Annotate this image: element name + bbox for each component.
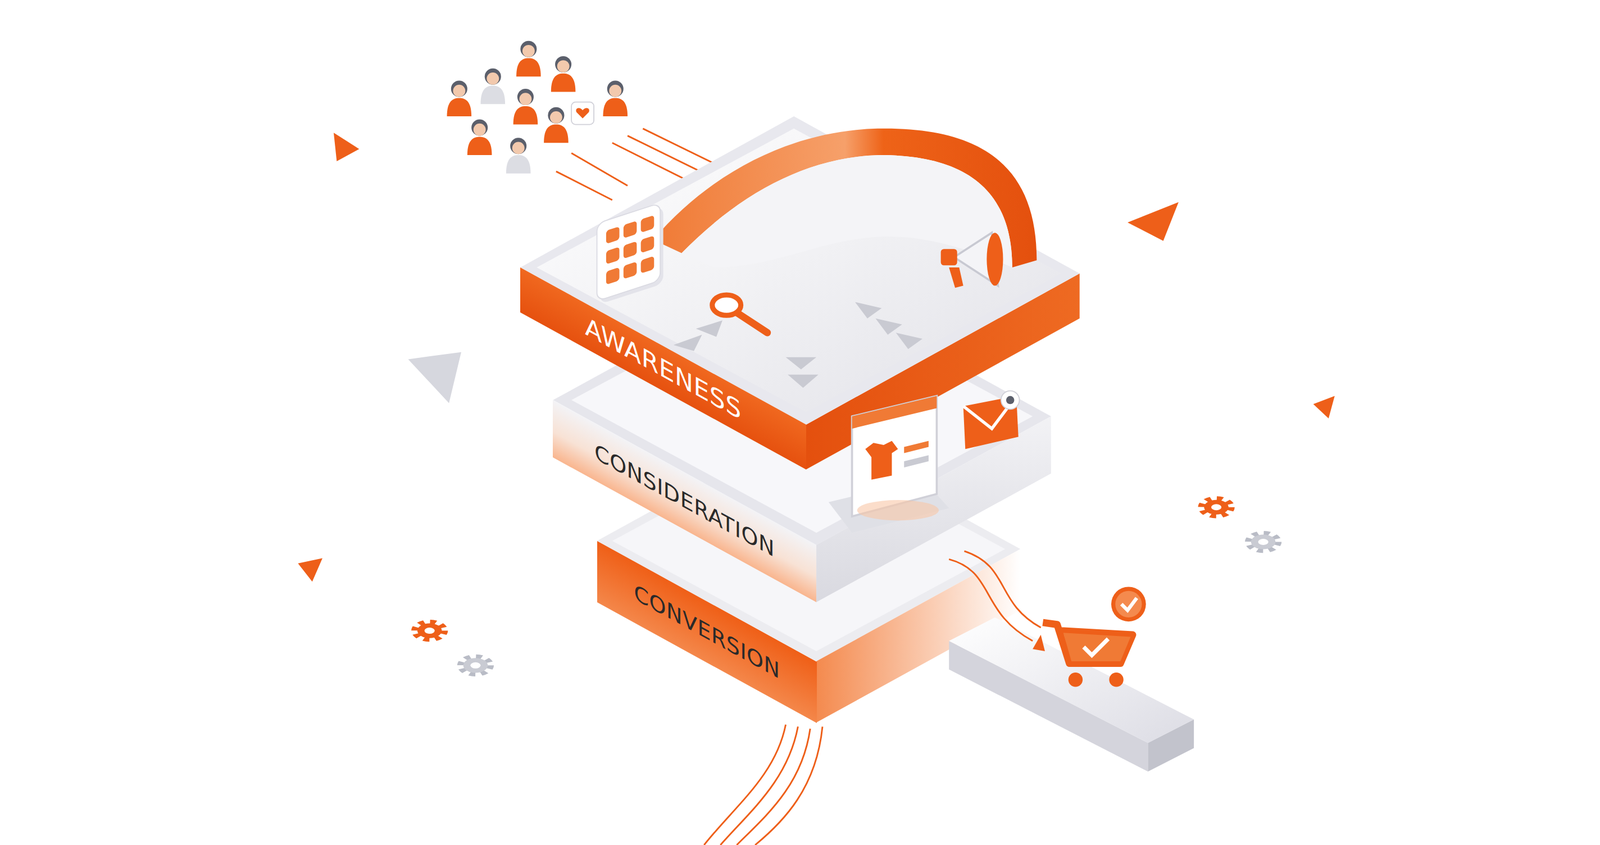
heart-bubble (571, 102, 594, 125)
audience-crowd (447, 41, 628, 174)
gear-icons (415, 498, 1278, 675)
awareness-tray (520, 116, 1080, 470)
cart-icon (1042, 586, 1146, 687)
social-grid-icon (597, 201, 664, 306)
email-icon (963, 391, 1020, 450)
deco-triangles (297, 132, 1335, 582)
stage-label: CONVERSION (634, 580, 781, 685)
checkout-platform (948, 617, 1194, 772)
product-page-icon (828, 396, 949, 533)
megaphone-icon (941, 232, 1004, 288)
search-icon (712, 294, 768, 333)
cart-flow-lines (948, 551, 1045, 652)
exit-lines (703, 724, 823, 845)
stage-label: AWARENESS (584, 311, 742, 425)
stage-label: CONSIDERATION (594, 439, 775, 563)
